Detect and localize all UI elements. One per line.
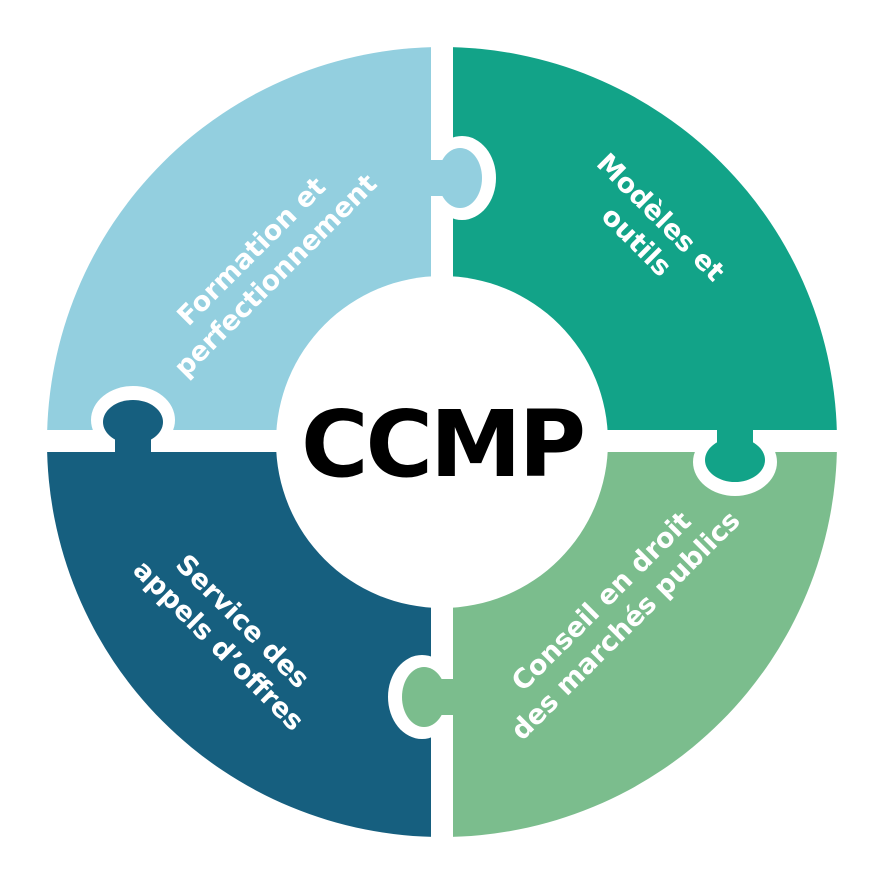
knob-modeles	[693, 428, 777, 496]
knob-conseil	[388, 655, 456, 739]
center-circle	[276, 276, 608, 608]
center-label: CCMP	[301, 391, 583, 498]
knob-service	[91, 386, 175, 454]
knob-formation	[428, 136, 496, 220]
